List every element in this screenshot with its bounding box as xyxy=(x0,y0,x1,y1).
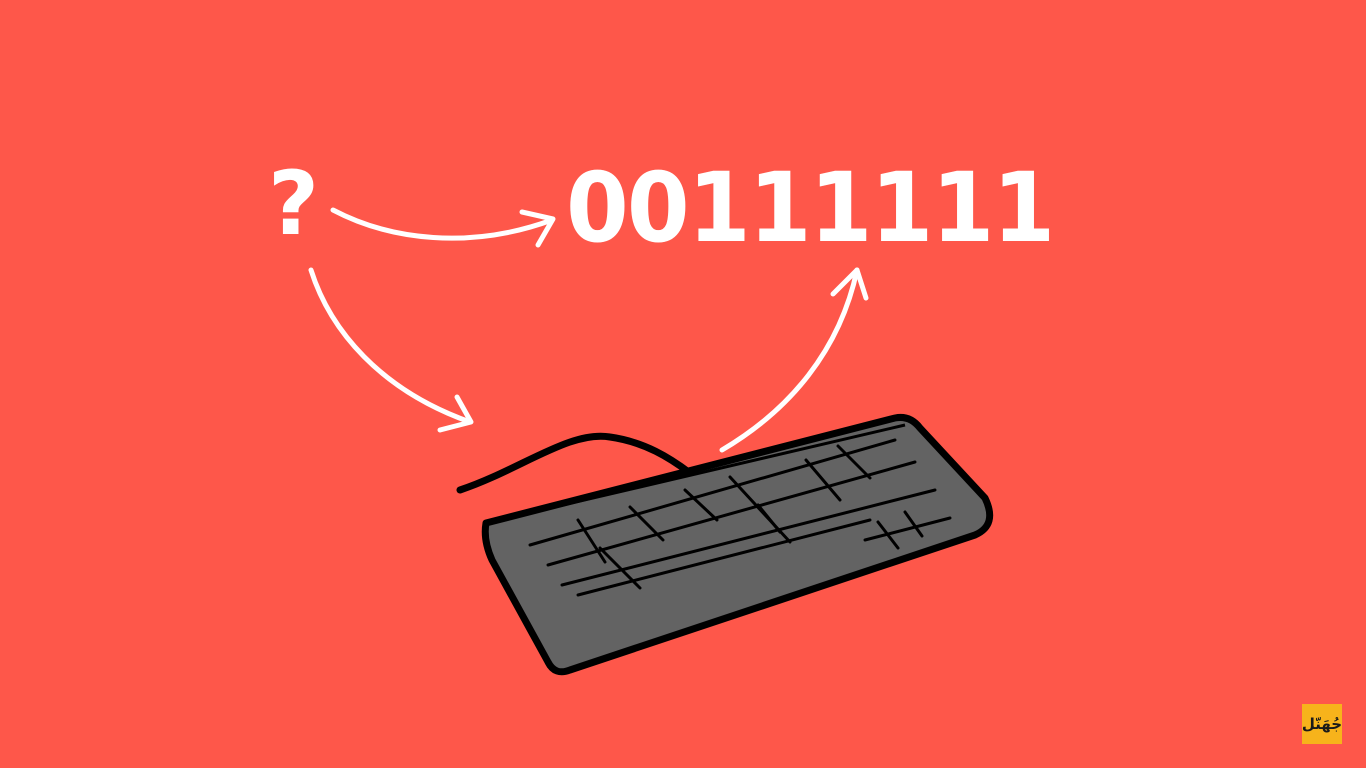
binary-code: 00111111 xyxy=(566,152,1055,264)
curved-arrow-right-icon xyxy=(330,207,556,248)
logo-text: جُهَنّل xyxy=(1301,715,1343,733)
curved-arrow-up-icon xyxy=(719,267,869,453)
channel-logo: جُهَنّل xyxy=(1302,704,1342,744)
keyboard-icon xyxy=(456,414,994,676)
curved-arrow-down-icon xyxy=(308,267,474,433)
keyboard-body xyxy=(481,414,994,676)
keyboard-cable xyxy=(456,432,694,494)
question-mark: ? xyxy=(268,152,320,255)
